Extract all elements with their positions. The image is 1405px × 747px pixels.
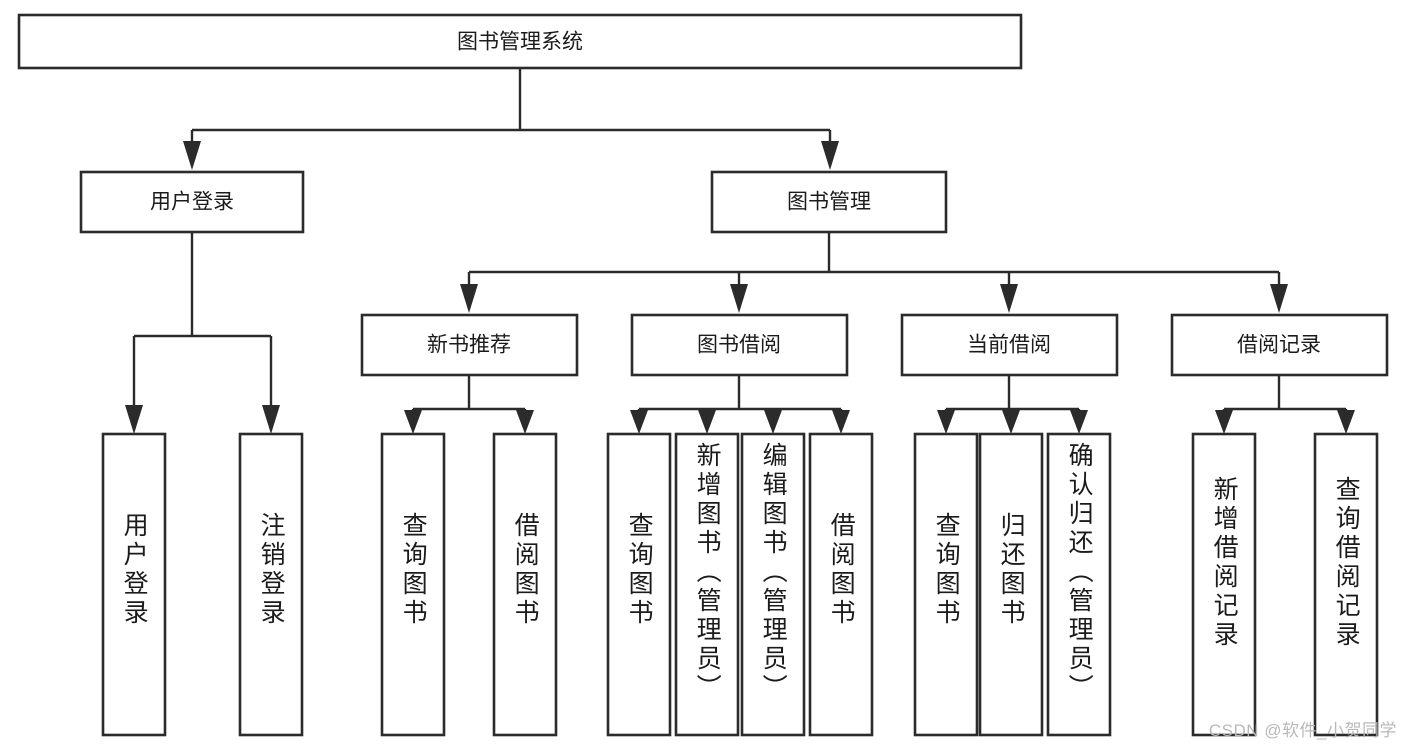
arrow-head-icon — [460, 284, 478, 313]
arrow-head-icon — [1337, 410, 1355, 434]
node-book-management[interactable]: 图书管理 — [710, 170, 948, 234]
node-root[interactable]: 图书管理系统 — [17, 13, 1023, 70]
leaf-box-edit-book[interactable] — [740, 432, 806, 737]
node-current-borrow-box[interactable] — [900, 313, 1119, 377]
arrow-head-icon — [698, 410, 716, 434]
leaf-box-return-book[interactable] — [978, 432, 1044, 737]
node-root-label: 图书管理系统 — [457, 31, 583, 54]
node-root-box[interactable] — [17, 13, 1023, 70]
arrow-head-icon — [937, 410, 955, 434]
connector-user-login-to-leaves — [125, 232, 280, 434]
leaf-box-query-book-3[interactable] — [913, 432, 979, 737]
arrow-head-icon — [404, 410, 422, 434]
leaf-box-borrow-book-1[interactable] — [492, 432, 558, 737]
arrow-head-icon — [630, 410, 648, 434]
node-user-login-box[interactable] — [79, 170, 305, 234]
leaf-box-borrow-book-2[interactable] — [808, 432, 874, 737]
node-book-borrow-label: 图书借阅 — [697, 334, 781, 357]
arrow-head-icon — [1000, 284, 1018, 313]
connector-new-book-recommend-to-leaves — [404, 375, 534, 434]
arrow-head-icon — [516, 410, 534, 434]
leaf-box-confirm-return[interactable] — [1046, 432, 1112, 737]
arrow-head-icon — [730, 284, 748, 313]
connector-current-borrow-to-leaves — [937, 375, 1088, 434]
node-borrow-record-label: 借阅记录 — [1237, 334, 1321, 357]
node-new-book-recommend-label: 新书推荐 — [427, 334, 511, 357]
leaf-box-logout-login[interactable] — [238, 432, 304, 737]
arrow-head-icon — [1270, 284, 1288, 313]
leaf-box-query-record[interactable] — [1313, 432, 1379, 737]
node-current-borrow[interactable]: 当前借阅 — [900, 313, 1119, 377]
arrow-head-icon — [262, 405, 280, 434]
arrow-head-icon — [821, 141, 839, 170]
arrow-head-icon — [183, 141, 201, 170]
node-borrow-record[interactable]: 借阅记录 — [1170, 313, 1389, 377]
node-user-login-label: 用户登录 — [150, 191, 234, 214]
leaf-box-add-book[interactable] — [674, 432, 740, 737]
node-book-management-label: 图书管理 — [787, 191, 871, 214]
node-book-borrow[interactable]: 图书借阅 — [630, 313, 849, 377]
node-new-book-recommend-box[interactable] — [360, 313, 579, 377]
connector-borrow-record-to-leaves — [1215, 375, 1355, 434]
arrow-head-icon — [1215, 410, 1233, 434]
watermark-text: CSDN @软件_小贺同学 — [1208, 721, 1397, 740]
arrow-head-icon — [832, 410, 850, 434]
arrow-head-icon — [764, 410, 782, 434]
node-new-book-recommend[interactable]: 新书推荐 — [360, 313, 579, 377]
arrow-head-icon — [1002, 410, 1020, 434]
node-current-borrow-label: 当前借阅 — [967, 334, 1051, 357]
leaf-box-add-record[interactable] — [1191, 432, 1257, 737]
leaf-box-query-book-2[interactable] — [606, 432, 672, 737]
leaf-box-query-book-1[interactable] — [380, 432, 446, 737]
connector-book-management-to-level3 — [460, 232, 1288, 313]
connector-book-borrow-to-leaves — [630, 375, 850, 434]
arrow-head-icon — [1070, 410, 1088, 434]
connector-root-to-level2 — [183, 68, 839, 170]
node-user-login[interactable]: 用户登录 — [79, 170, 305, 234]
arrow-head-icon — [125, 405, 143, 434]
leaf-box-user-login[interactable] — [101, 432, 167, 737]
